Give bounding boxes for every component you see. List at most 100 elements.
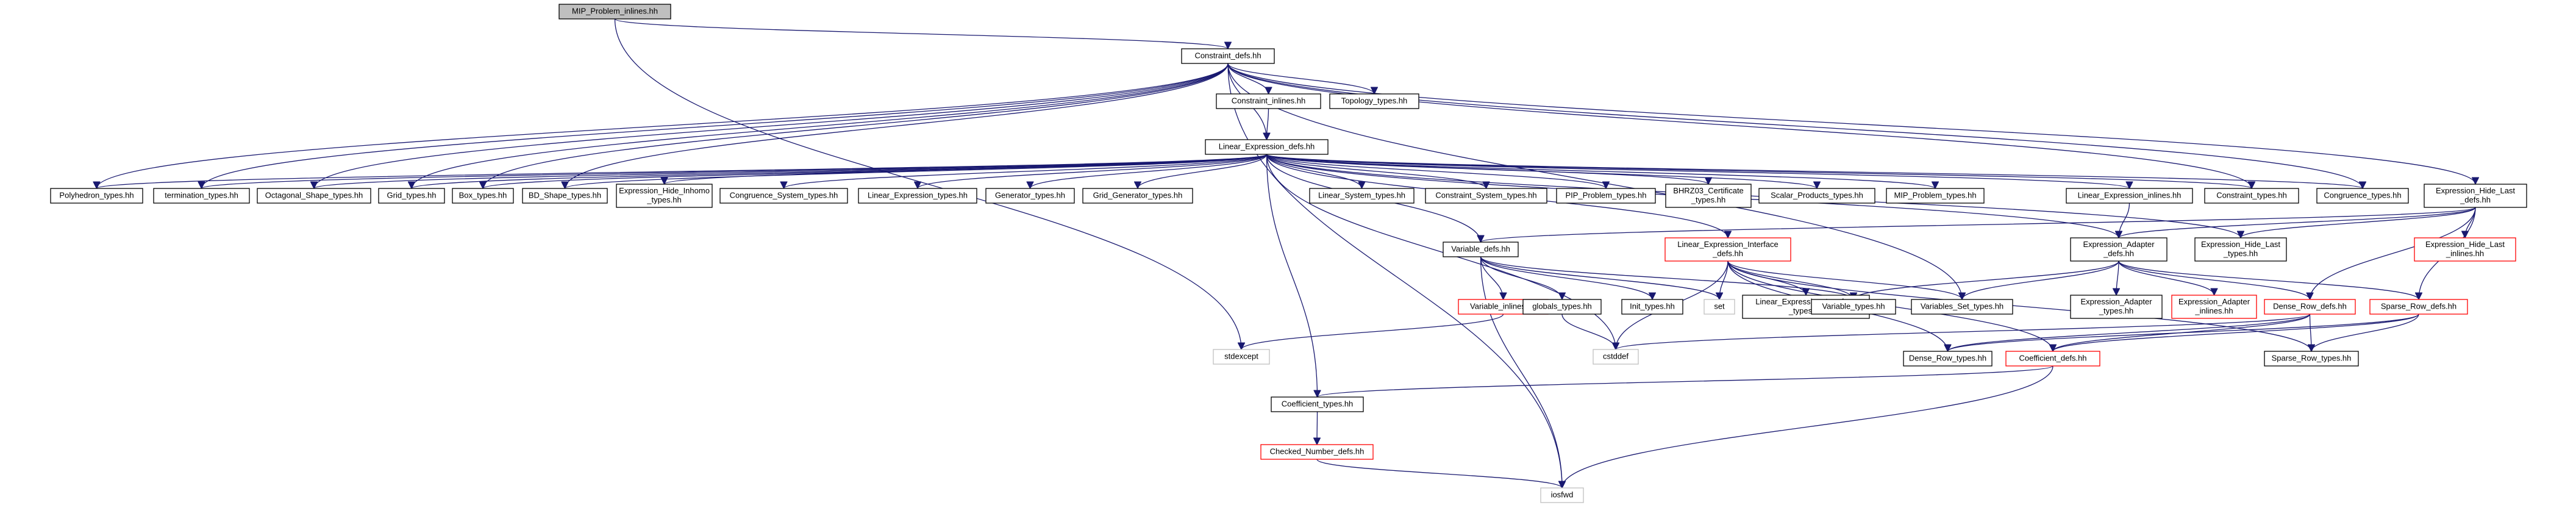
node-label: Init_types.hh — [1630, 301, 1675, 310]
node-label: Sparse_Row_types.hh — [2272, 353, 2352, 362]
node-lei[interactable]: Linear_Expression_inlines.hh — [2066, 188, 2193, 204]
node-ehli[interactable]: Expression_Hide_Last_inlines.hh — [2414, 237, 2516, 262]
node-csyst[interactable]: Constraint_System_types.hh — [1425, 188, 1547, 204]
node-led[interactable]: Linear_Expression_defs.hh — [1205, 139, 1329, 155]
node-let[interactable]: Linear_Expression_types.hh — [858, 188, 977, 204]
edge-cdefs-to-ctypes — [1227, 63, 2252, 188]
node-gen[interactable]: Generator_types.hh — [985, 188, 1075, 204]
node-label: _defs.hh — [2103, 249, 2134, 258]
node-label: Topology_types.hh — [1341, 96, 1407, 105]
node-set[interactable]: set — [1704, 299, 1735, 315]
node-box — [452, 188, 514, 204]
edge-leid-to-vtypes — [1727, 260, 1854, 300]
node-box — [1556, 188, 1656, 204]
node-label: Variable_types.hh — [1822, 301, 1885, 310]
node-intt[interactable]: Init_types.hh — [1621, 299, 1683, 315]
node-ggen[interactable]: Grid_Generator_types.hh — [1082, 188, 1193, 204]
node-glob[interactable]: globals_types.hh — [1522, 299, 1602, 315]
node-box — [2264, 299, 2356, 315]
node-eat[interactable]: Expression_Adapter_types.hh — [2070, 295, 2163, 319]
node-label: _types.hh — [2099, 306, 2133, 315]
edge-led-to-csys — [784, 154, 1268, 189]
node-ehi[interactable]: Expression_Hide_Inhomo_types.hh — [616, 184, 713, 208]
node-label: Expression_Adapter — [2178, 297, 2250, 306]
node-pip[interactable]: PIP_Problem_types.hh — [1556, 188, 1656, 204]
edge-drd-to-srt — [2310, 313, 2312, 351]
edge-ehl-to-vdefs — [1481, 207, 2476, 243]
edge-srd-to-srt — [2311, 313, 2419, 352]
node-label: Variables_Set_types.hh — [1921, 301, 2003, 310]
node-drd[interactable]: Dense_Row_defs.hh — [2264, 299, 2356, 315]
node-grid[interactable]: Grid_types.hh — [378, 188, 445, 204]
node-label: cstddef — [1603, 351, 1629, 360]
node-label: Coefficient_types.hh — [1282, 399, 1354, 408]
node-label: Congruence_types.hh — [2324, 190, 2401, 199]
edge-ead-to-vtypes — [1854, 260, 2119, 300]
node-box — [1704, 299, 1735, 315]
node-box — [2070, 295, 2163, 319]
node-poly[interactable]: Polyhedron_types.hh — [50, 188, 143, 204]
node-vst[interactable]: Variables_Set_types.hh — [1911, 299, 2013, 315]
node-ctypes[interactable]: Constraint_types.hh — [2204, 188, 2299, 204]
node-scalar[interactable]: Scalar_Products_types.hh — [1758, 188, 1875, 204]
node-label: Expression_Adapter — [2083, 240, 2155, 249]
edge-ead-to-eai — [2118, 260, 2214, 296]
node-cstddef[interactable]: cstddef — [1593, 349, 1639, 365]
node-coeft[interactable]: Coefficient_types.hh — [1271, 396, 1364, 412]
node-vdefs[interactable]: Variable_defs.hh — [1443, 242, 1519, 257]
node-eai[interactable]: Expression_Adapter_inlines.hh — [2171, 295, 2257, 319]
node-stdexcept[interactable]: stdexcept — [1213, 349, 1270, 365]
node-label: Linear_Expression_inlines.hh — [2078, 190, 2182, 199]
node-lsys[interactable]: Linear_System_types.hh — [1309, 188, 1415, 204]
edge-coefd-to-coeft — [1318, 365, 2053, 398]
node-mip[interactable]: MIP_Problem_types.hh — [1886, 188, 1985, 204]
node-box — [985, 188, 1075, 204]
edge-vdefs-to-vinl — [1480, 256, 1504, 299]
node-leid[interactable]: Linear_Expression_Interface_defs.hh — [1664, 237, 1791, 262]
node-csys[interactable]: Congruence_System_types.hh — [719, 188, 848, 204]
node-ehl[interactable]: Expression_Hide_Last_defs.hh — [2424, 184, 2527, 208]
node-root[interactable]: MIP_Problem_inlines.hh — [558, 4, 671, 20]
node-box — [378, 188, 445, 204]
edge-led-to-csyst — [1266, 154, 1486, 189]
node-topo[interactable]: Topology_types.hh — [1329, 93, 1419, 109]
node-term[interactable]: termination_types.hh — [153, 188, 250, 204]
node-cinl[interactable]: Constraint_inlines.hh — [1216, 93, 1321, 109]
edge-led-to-coeft — [1266, 154, 1318, 397]
edge-drd-to-drt — [1948, 313, 2311, 352]
node-box — [1664, 237, 1791, 262]
node-box — [1540, 487, 1584, 503]
node-drt[interactable]: Dense_Row_types.hh — [1903, 351, 1993, 367]
edge-led-to-oct — [314, 154, 1268, 189]
node-srt[interactable]: Sparse_Row_types.hh — [2264, 351, 2359, 367]
node-srd[interactable]: Sparse_Row_defs.hh — [2369, 299, 2468, 315]
node-box — [1260, 444, 1374, 460]
edge-cdefs-to-poly — [97, 63, 1229, 188]
node-bd[interactable]: BD_Shape_types.hh — [522, 188, 608, 204]
node-bhrz[interactable]: BHRZ03_Certificate_types.hh — [1665, 184, 1752, 208]
node-box — [257, 188, 371, 204]
node-box — [2171, 295, 2257, 319]
edge-cdefs-to-oct — [314, 63, 1229, 188]
edge-vinl-to-stdexcept — [1241, 313, 1504, 350]
node-cnd[interactable]: Checked_Number_defs.hh — [1260, 444, 1374, 460]
node-box — [1522, 299, 1602, 315]
node-oct[interactable]: Octagonal_Shape_types.hh — [257, 188, 371, 204]
node-coefd[interactable]: Coefficient_defs.hh — [2005, 351, 2100, 367]
node-vtypes[interactable]: Variable_types.hh — [1811, 299, 1896, 315]
node-ehlt[interactable]: Expression_Hide_Last_types.hh — [2194, 237, 2287, 262]
edge-led-to-lsys — [1266, 154, 1362, 189]
edge-srd-to-drt — [1948, 313, 2419, 352]
edge-cdefs-to-box — [483, 63, 1229, 188]
node-congt[interactable]: Congruence_types.hh — [2316, 188, 2409, 204]
edge-led-to-gen — [1030, 154, 1268, 189]
node-ead[interactable]: Expression_Adapter_defs.hh — [2070, 237, 2167, 262]
node-box — [1309, 188, 1415, 204]
node-iosfwd[interactable]: iosfwd — [1540, 487, 1584, 503]
node-cdefs[interactable]: Constraint_defs.hh — [1181, 48, 1275, 64]
edge-coeft-to-cnd — [1317, 411, 1318, 445]
node-box[interactable]: Box_types.hh — [452, 188, 514, 204]
edge-ehl-to-ehlt — [2241, 207, 2476, 238]
node-label: _types.hh — [646, 195, 681, 204]
node-box — [1181, 48, 1275, 64]
